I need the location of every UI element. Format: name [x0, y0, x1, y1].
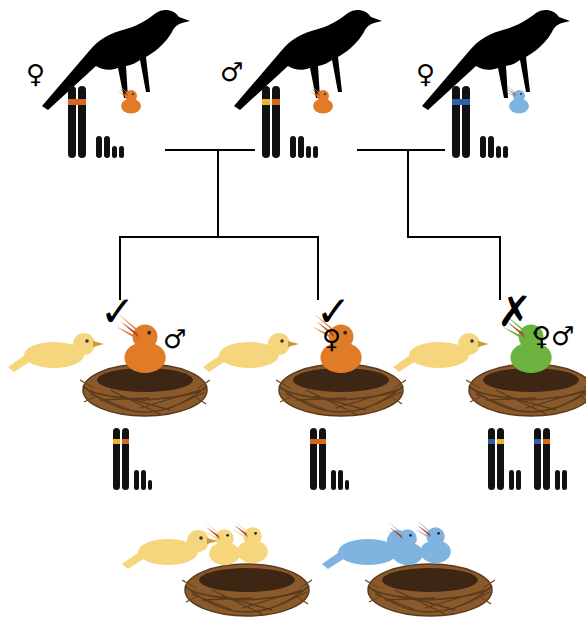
bird-silhouette — [422, 10, 570, 110]
chromosome-pair — [452, 86, 470, 158]
host-chick — [386, 522, 423, 566]
host-bird — [203, 333, 299, 372]
nest-rim — [466, 380, 586, 414]
chromosome-pair — [488, 428, 521, 490]
chromosome-pair — [262, 86, 280, 158]
blue-host-nest — [322, 520, 495, 616]
chromosome-pair — [68, 86, 86, 158]
nest-rim — [182, 580, 312, 614]
bird-silhouette — [234, 10, 382, 110]
descent-line — [357, 150, 500, 300]
nest-rim — [276, 380, 406, 414]
host-chick — [231, 520, 268, 564]
nest-rim — [365, 580, 495, 614]
small-chromosomes — [480, 136, 508, 158]
small-chromosomes — [96, 136, 124, 158]
host-nest-3 — [393, 314, 586, 490]
chromosome-pair — [310, 428, 349, 490]
cuckoo-female-1 — [42, 10, 190, 158]
descent-line — [165, 150, 318, 300]
host-bird — [393, 333, 489, 372]
offspring-nest: ♀♂ — [400, 300, 580, 480]
cuckoo-female-2 — [422, 10, 570, 158]
parent-male: ♂ — [255, 10, 357, 155]
outcome-mark: ✓ — [316, 290, 351, 334]
egg-chick-icon — [309, 85, 333, 114]
host-bird — [122, 530, 218, 569]
nest-rim — [80, 380, 210, 414]
offspring-nest: ♀ — [210, 300, 395, 480]
parent-female: ♀ — [445, 10, 575, 155]
sex-symbol: ♂ — [163, 325, 186, 353]
yellow-host-nest — [122, 520, 312, 616]
bird-silhouette — [42, 10, 190, 110]
egg-chick-icon — [117, 85, 141, 114]
sex-symbol: ♂ — [220, 58, 243, 86]
cuckoo-male — [234, 10, 382, 158]
outcome-mark: ✓ — [100, 290, 135, 334]
host-nest-2 — [203, 314, 406, 490]
parent-female: ♀ — [20, 10, 165, 155]
host-chick — [203, 522, 240, 566]
descent-line — [408, 150, 500, 300]
descent-line — [218, 150, 318, 300]
host-bird — [8, 333, 104, 372]
descent-line — [120, 150, 255, 300]
chromosome-pair — [534, 428, 567, 490]
host-chick — [414, 520, 451, 564]
sex-symbol: ♀ — [416, 60, 435, 88]
sex-symbol: ♀ — [26, 60, 45, 88]
egg-chick-icon — [505, 85, 529, 114]
sex-symbol: ♀♂ — [532, 322, 574, 350]
outcome-mark: ✗ — [497, 290, 532, 334]
descent-line — [120, 150, 218, 300]
small-chromosomes — [290, 136, 318, 158]
chromosome-pair — [113, 428, 152, 490]
host-nest-1 — [8, 314, 210, 490]
